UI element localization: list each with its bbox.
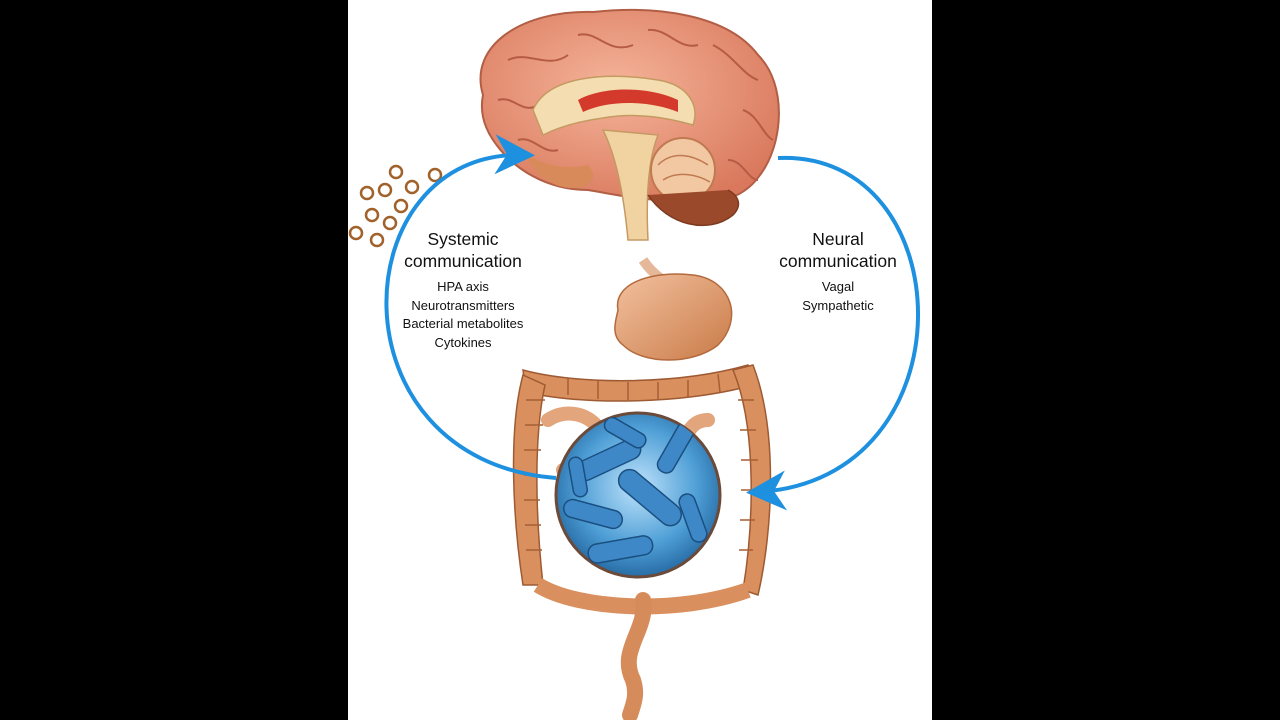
neural-title-line2: communication	[779, 251, 897, 271]
metabolite-particles	[348, 164, 443, 248]
systemic-item: Neurotransmitters	[411, 297, 515, 313]
neural-item: Vagal	[821, 279, 855, 294]
systemic-communication-title: Systemic communication	[368, 228, 558, 272]
gut-microbiota-closeup	[554, 411, 722, 579]
neural-title-line1: Neural	[812, 229, 864, 249]
brain-illustration	[479, 8, 780, 241]
systemic-title-line2: communication	[404, 251, 522, 271]
systemic-item: Bacterial metabolites	[402, 316, 524, 331]
neural-items-list: Vagal Sympathetic	[753, 278, 923, 315]
systemic-arrow-up	[384, 134, 557, 480]
diagram-panel: Systemic communication HPA axis Neurotra…	[348, 0, 932, 720]
systemic-item: HPA axis	[437, 279, 489, 294]
systemic-title-line1: Systemic	[427, 229, 499, 249]
neural-arrow-down	[746, 155, 920, 511]
neural-item: Sympathetic	[802, 297, 874, 313]
systemic-item: Cytokines	[434, 334, 492, 350]
neural-communication-title: Neural communication	[753, 228, 923, 272]
gut-brain-axis-illustration	[348, 8, 920, 720]
systemic-items-list: HPA axis Neurotransmitters Bacterial met…	[368, 278, 558, 352]
